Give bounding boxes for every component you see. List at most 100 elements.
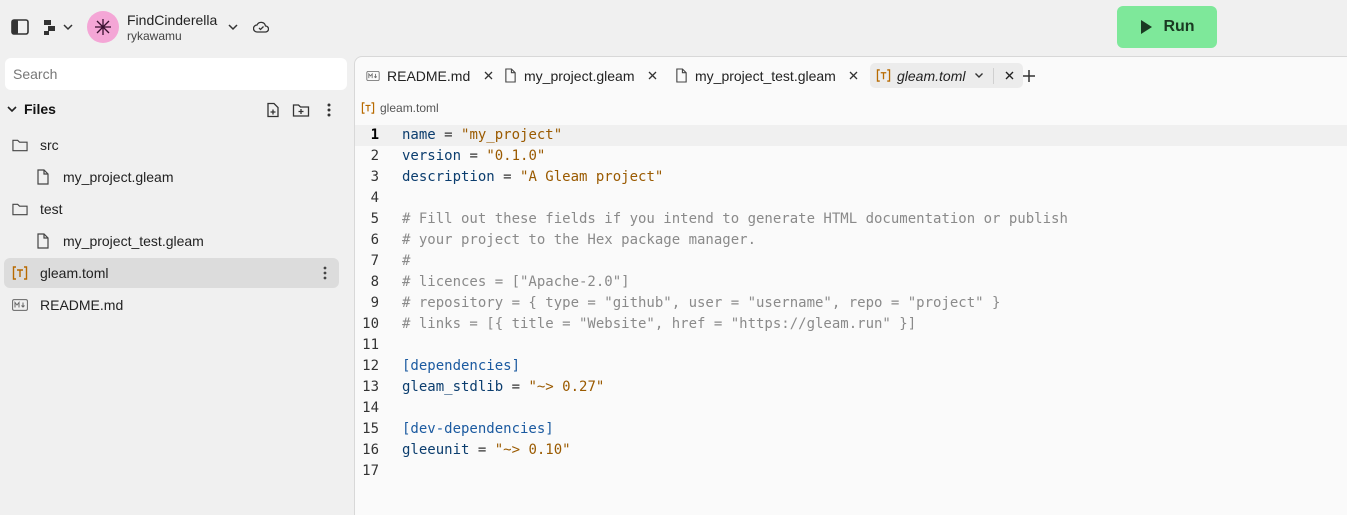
more-options-icon[interactable] (319, 100, 339, 120)
search-input[interactable] (5, 58, 347, 90)
line-number: 1 (370, 127, 379, 143)
project-name[interactable]: FindCinderella (127, 12, 218, 28)
code-line[interactable]: 15[dev-dependencies] (355, 419, 1347, 440)
line-number: 5 (370, 211, 379, 227)
line-content: # your project to the Hex package manage… (402, 230, 756, 251)
code-token: # licences = ["Apache-2.0"] (402, 274, 630, 290)
code-token: "my_project" (461, 127, 563, 143)
code-line[interactable]: 13 gleam_stdlib = "~> 0.27" (355, 377, 1347, 398)
tab-my-project-gleam[interactable]: my_project.gleam (502, 63, 661, 88)
folder-icon (12, 201, 28, 217)
line-content: version = "0.1.0" (402, 146, 545, 167)
line-number: 12 (362, 358, 379, 374)
tab-my-project-test-gleam[interactable]: my_project_test.gleam (673, 63, 862, 88)
play-icon (1141, 20, 1153, 34)
files-header[interactable]: Files (0, 98, 354, 122)
line-content: # Fill out these fields if you intend to… (402, 209, 1068, 230)
tree-file-my-project-test-gleam[interactable]: my_project_test.gleam (4, 226, 339, 256)
tree-file-my-project-gleam[interactable]: my_project.gleam (4, 162, 339, 192)
code-line[interactable]: 12 [dependencies] (355, 356, 1347, 377)
line-content: [dependencies] (402, 356, 520, 377)
code-token: "A Gleam project" (520, 169, 664, 185)
code-token: # links = [{ title = "Website", href = "… (402, 316, 917, 332)
tab-label: my_project.gleam (524, 67, 635, 84)
code-line[interactable]: 11 (355, 335, 1347, 356)
tree-folder-test[interactable]: test (4, 194, 339, 224)
tab-bar: README.md my_project.gleam my_project_te… (355, 57, 1347, 93)
close-icon[interactable] (993, 67, 1017, 84)
code-line[interactable]: 5 # Fill out these fields if you intend t… (355, 209, 1347, 230)
code-token: [dependencies] (402, 358, 521, 374)
markdown-icon (12, 297, 28, 313)
add-tab-button[interactable] (1019, 66, 1039, 86)
close-icon[interactable] (480, 68, 496, 84)
line-number: 6 (370, 232, 379, 248)
close-icon[interactable] (645, 68, 661, 84)
project-avatar[interactable] (87, 11, 119, 43)
line-number: 8 (370, 274, 379, 290)
code-token: = (503, 379, 529, 395)
tree-item-label: my_project.gleam (63, 169, 174, 185)
code-token: # your project to the Hex package manage… (402, 232, 757, 248)
files-header-label: Files (24, 101, 56, 117)
code-line[interactable]: 3 description = "A Gleam project" (355, 167, 1347, 188)
line-content: gleam_stdlib = "~> 0.27" (402, 377, 604, 398)
code-line[interactable]: 9 # repository = { type = "github", user … (355, 293, 1347, 314)
line-number: 3 (370, 169, 379, 185)
code-token: gleam_stdlib (402, 379, 504, 395)
code-token: = (494, 169, 521, 185)
code-token: version (402, 148, 462, 164)
code-token: gleeunit (402, 442, 470, 458)
line-number: 11 (362, 337, 379, 353)
tree-item-label: gleam.toml (40, 265, 109, 281)
close-icon[interactable] (846, 68, 862, 84)
new-file-icon[interactable] (263, 100, 283, 120)
tree-file-gleam-toml[interactable]: gleam.toml (4, 258, 339, 288)
code-line[interactable]: 7# (355, 251, 1347, 272)
new-folder-icon[interactable] (291, 100, 311, 120)
code-line[interactable]: 8 # licences = ["Apache-2.0"] (355, 272, 1347, 293)
file-icon (502, 68, 518, 84)
code-token: = (435, 127, 462, 143)
tree-file-readme-md[interactable]: README.md (4, 290, 339, 320)
chevron-down-icon[interactable] (6, 102, 18, 120)
tab-readme-md[interactable]: README.md (365, 63, 496, 88)
tree-folder-src[interactable]: src (4, 130, 339, 160)
plus-icon (1023, 70, 1035, 82)
line-number: 17 (362, 463, 379, 479)
sidebar-toggle-icon[interactable] (10, 17, 30, 37)
sidebar: Files src my_project.gleam test my_proje (0, 56, 354, 515)
breadcrumb: gleam.toml (361, 99, 439, 117)
code-token: "0.1.0" (486, 148, 546, 164)
code-token: description (402, 169, 495, 185)
code-line[interactable]: 10 # links = [{ title = "Website", href =… (355, 314, 1347, 335)
tab-label: gleam.toml (897, 67, 966, 84)
code-line[interactable]: 6 # your project to the Hex package manag… (355, 230, 1347, 251)
line-number: 13 (362, 379, 379, 395)
code-token: = (461, 148, 487, 164)
markdown-icon (365, 68, 381, 84)
tree-item-label: test (40, 201, 63, 217)
run-button-label: Run (1163, 18, 1195, 35)
workspace-menu-icon[interactable] (42, 17, 74, 37)
chevron-down-icon[interactable] (971, 68, 987, 84)
tab-gleam-toml[interactable]: gleam.toml (870, 63, 1024, 88)
line-number: 9 (370, 295, 379, 311)
code-line[interactable]: 4 (355, 188, 1347, 209)
breadcrumb-label: gleam.toml (380, 101, 439, 115)
line-content: # repository = { type = "github", user =… (402, 293, 1000, 314)
code-line[interactable]: 17 (355, 461, 1347, 482)
code-token: # repository = { type = "github", user =… (402, 295, 1001, 311)
toml-icon (361, 102, 375, 114)
more-options-icon[interactable] (317, 265, 333, 281)
top-bar: FindCinderella rykawamu Run (0, 0, 1347, 56)
run-button[interactable]: Run (1117, 6, 1217, 48)
code-token: # (402, 253, 411, 269)
chevron-down-icon[interactable] (226, 20, 240, 34)
code-line[interactable]: 14 (355, 398, 1347, 419)
line-number: 10 (362, 316, 379, 332)
